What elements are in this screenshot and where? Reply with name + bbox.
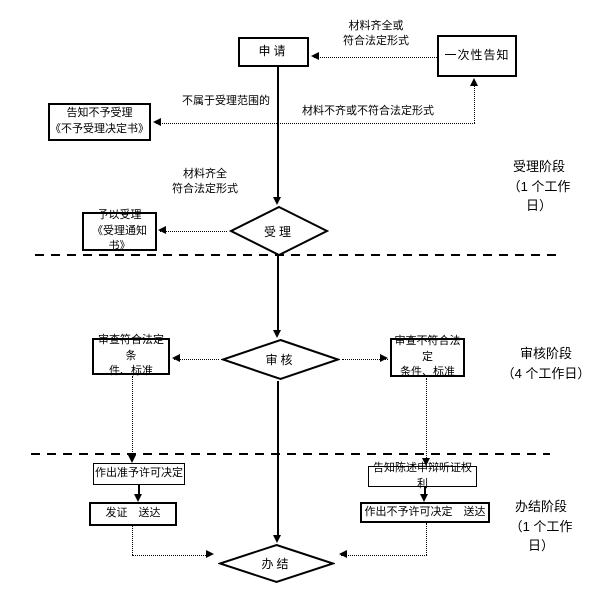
edge-deny-to-complete-hline (341, 555, 427, 556)
stage-label-complete: 办结阶段 （1 个工作 日） (509, 499, 573, 553)
label-materials-ok-top: 材料齐全或 符合法定形式 (343, 20, 409, 47)
edge-review-to-fail-arrow (380, 354, 388, 362)
node-accept-notice: 予以受理 《受理通知书》 (82, 209, 157, 252)
stage-label-accept: 受理阶段 （1 个工作 日） (507, 159, 571, 213)
edge-pass-to-grant-line (132, 376, 133, 456)
edge-review-to-complete-line (277, 381, 279, 535)
node-one-time-notice: 一次性告知 (437, 35, 517, 77)
edge-notice-to-apply-line (314, 57, 437, 58)
edge-review-to-fail-line (342, 359, 388, 360)
stage-label-review: 审核阶段 （4 个工作日） (501, 346, 591, 381)
label-materials-ok-mid: 材料齐全 符合法定形式 (172, 168, 238, 195)
node-apply: 申请 (238, 37, 309, 67)
edge-to-notice-arrow (470, 78, 478, 86)
decision-accept-label: 受理 (263, 224, 294, 239)
stage-divider-1 (35, 254, 558, 256)
edge-issue-to-complete-arrow (206, 550, 214, 558)
edge-incomplete-v-line (474, 80, 475, 123)
node-grant-decision: 作出准予许可决定 (93, 463, 185, 485)
node-review-pass: 审查符合法定条 件、标准 (92, 334, 170, 377)
decision-complete-label: 办结 (261, 557, 292, 571)
edge-pass-to-grant-arrow (128, 455, 136, 463)
node-inform-rights: 告知陈述申辩听证权利 (368, 462, 477, 490)
edge-apply-to-accept-line (277, 67, 279, 197)
decision-review-label: 审核 (265, 353, 296, 367)
edge-accept-to-review-line (277, 255, 279, 332)
label-materials-incomplete: 材料不齐或不符合法定形式 (302, 105, 434, 117)
edge-review-to-pass-line (174, 359, 219, 360)
edge-issue-to-complete-vline (132, 526, 133, 555)
edge-inform-to-deny-arrow (420, 494, 428, 502)
edge-accept-to-notice-arrow (158, 226, 166, 234)
edge-deny-to-complete-vline (426, 523, 427, 555)
node-review-fail: 审查不符合法定 条件、标准 (390, 335, 465, 378)
edge-fail-to-inform-arrow (422, 458, 430, 466)
node-deny-decision: 作出不予许可决定 送达 (360, 502, 490, 523)
edge-inform-to-deny-line (424, 487, 426, 495)
label-not-in-scope: 不属于受理范围的 (182, 95, 270, 107)
edge-grant-to-issue-line (138, 485, 140, 495)
edge-to-reject-arrow (153, 118, 161, 126)
edge-issue-to-complete-hline (132, 555, 206, 556)
edge-incomplete-h-line (156, 123, 475, 124)
edge-fail-to-inform-line (426, 378, 427, 458)
node-issue-deliver: 发证 送达 (89, 502, 177, 526)
node-reject-notice: 告知不予受理 《不予受理决定书》 (48, 103, 151, 141)
decision-review-shape (221, 338, 340, 381)
edge-grant-to-issue-arrow (134, 494, 142, 502)
edge-review-to-pass-arrow (172, 354, 180, 362)
edge-deny-to-complete-arrow (339, 550, 347, 558)
edge-review-to-complete-arrow (273, 535, 281, 543)
edge-notice-to-apply-arrow (311, 52, 319, 60)
edge-apply-to-accept-arrow (273, 197, 281, 205)
decision-complete-shape (218, 543, 335, 584)
edge-accept-to-review-arrow (273, 330, 281, 338)
edge-accept-to-notice-line (160, 231, 227, 232)
stage-divider-2 (31, 453, 550, 455)
